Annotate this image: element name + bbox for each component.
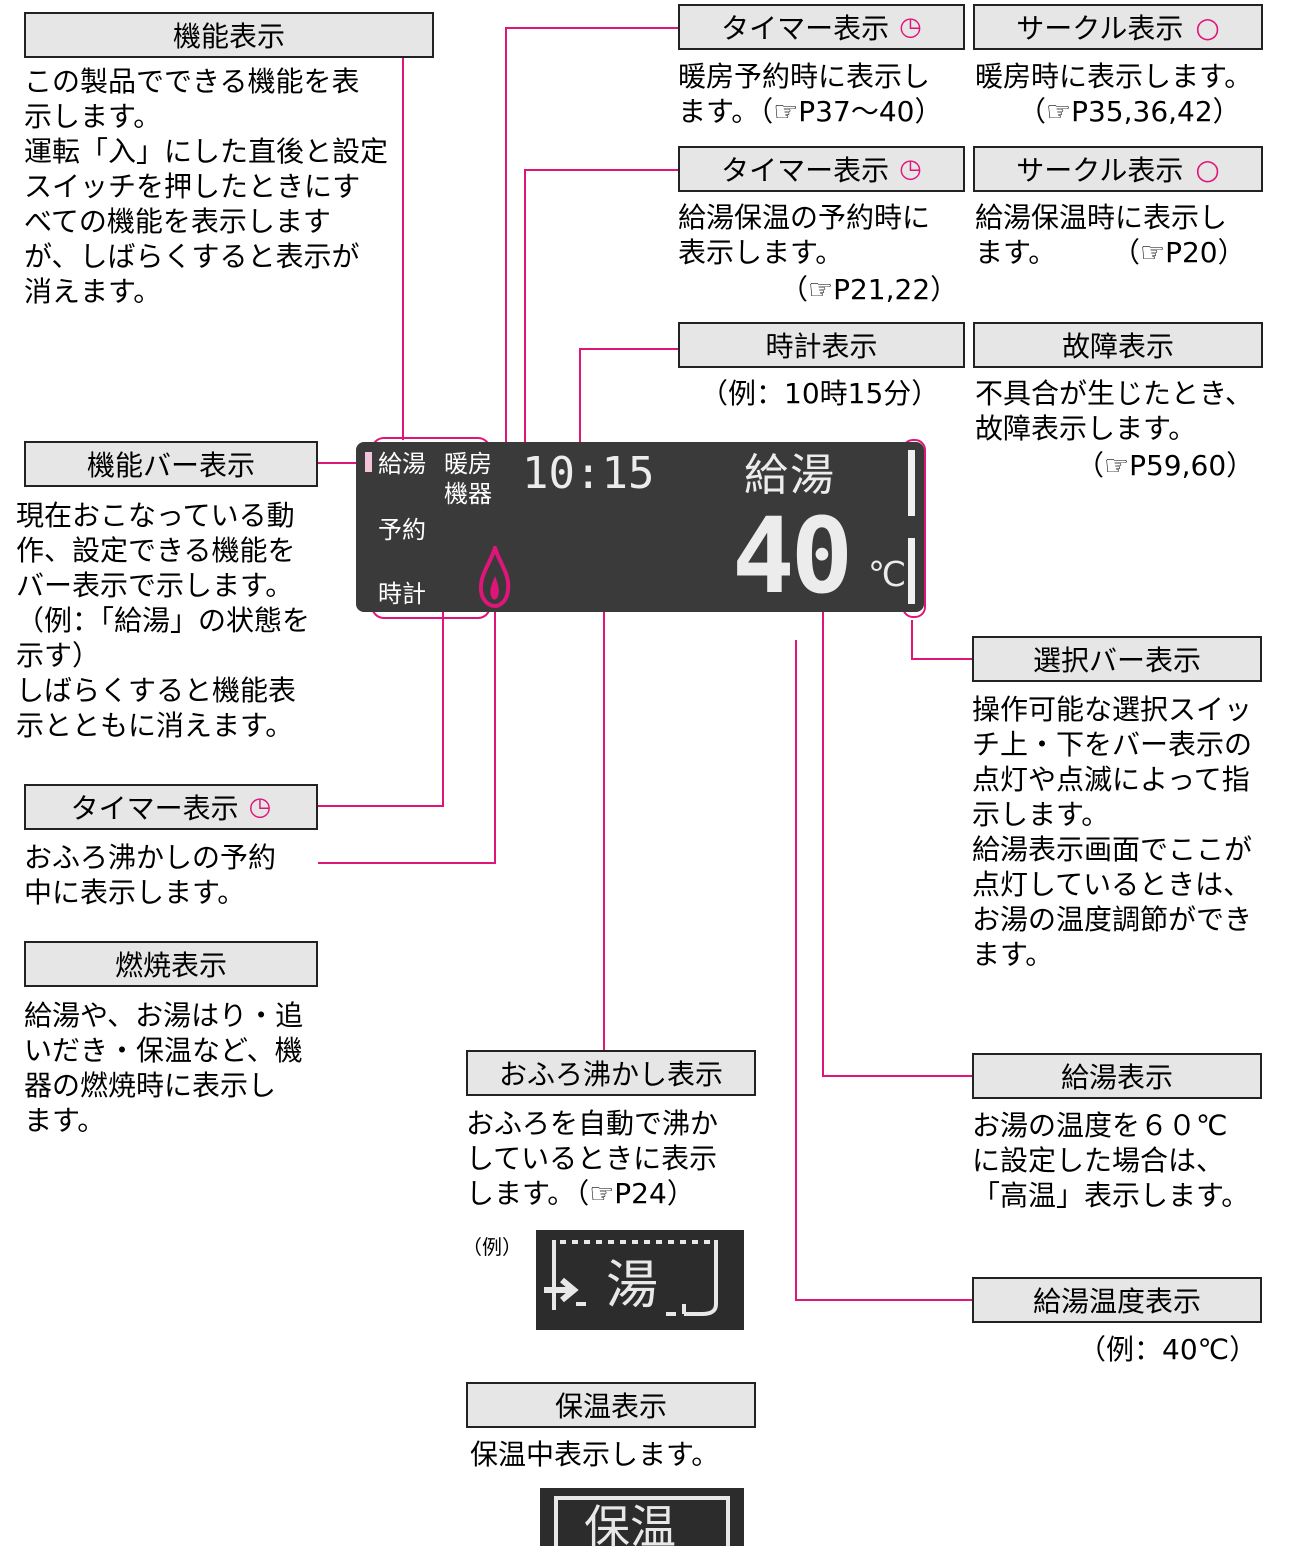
circle-heating-ref: （☞P35,36,42） [1018, 95, 1241, 128]
timer-heating-label: タイマー表示 ◷ [678, 4, 965, 50]
circle-icon: ○ [1195, 152, 1220, 186]
bath-label: おふろ沸かし表示 [466, 1050, 756, 1096]
timer-icon: ◷ [248, 792, 272, 822]
circle-hot-water-desc: 給湯保温時に表示し ます。 [975, 201, 1228, 269]
fault-desc: 不具合が生じたとき、 故障表示します。 [975, 377, 1254, 445]
lcd-danbo: 暖房 [444, 450, 492, 478]
bath-mini-text: 湯 [606, 1256, 659, 1316]
bath-mini-display: 湯 [536, 1230, 744, 1330]
keep-warm-desc: 保温中表示します。 [470, 1438, 720, 1471]
fault-label: 故障表示 [973, 322, 1263, 368]
fault-ref: （☞P59,60） [1076, 449, 1255, 482]
bath-example-label: （例） [462, 1235, 522, 1259]
circle-hot-water-ref: （☞P20） [1112, 236, 1246, 269]
bath-display-frame [544, 1240, 718, 1316]
lcd-yoyaku: 予約 [378, 516, 426, 544]
temperature-desc: （例：40℃） [1078, 1333, 1258, 1366]
timer-heating-desc: 暖房予約時に表示し ます。（☞P37～40） [678, 60, 943, 128]
circle-hot-water-label: サークル表示 ○ [973, 146, 1263, 192]
lcd-time: 10:15 [522, 448, 655, 499]
combustion-desc: 給湯や、お湯はり・追 いだき・保温など、機 器の燃焼時に表示し ます。 [24, 999, 304, 1137]
clock-label: 時計表示 [678, 322, 965, 368]
lcd-kyuto: 給湯 [378, 450, 426, 478]
bath-desc: おふろを自動で沸か しているときに表示 します。（☞P24） [466, 1107, 719, 1210]
circle-icon: ○ [1195, 10, 1220, 44]
keep-warm-mini-text: 保温 [584, 1500, 676, 1554]
keep-warm-mini-display: 保温 [540, 1488, 744, 1550]
lcd-temperature: 40 [732, 495, 853, 617]
circle-heating-label: サークル表示 ○ [973, 4, 1263, 50]
function-display-label: 機能表示 [24, 12, 434, 58]
select-bar-desc: 操作可能な選択スイッ チ上・下をバー表示の 点灯や点滅によって指 示します。 給… [972, 693, 1253, 971]
timer-hot-water-ref: （☞P21,22） [780, 273, 959, 306]
select-bar-up [908, 450, 915, 516]
flame-icon [478, 546, 511, 608]
function-bar-desc: 現在おこなっている動 作、設定できる機能を バー表示で示します。 （例：「給湯」… [16, 499, 311, 742]
circle-heating-desc: 暖房時に表示します。 [975, 60, 1253, 93]
timer-hot-water-label: タイマー表示 ◷ [678, 146, 965, 192]
select-bar-label: 選択バー表示 [972, 636, 1262, 682]
timer-hot-water-desc: 給湯保温の予約時に 表示します。 [678, 201, 931, 269]
combustion-label-box: 燃焼表示 [24, 941, 318, 987]
hot-water-label: 給湯表示 [972, 1053, 1262, 1099]
timer-bath-label: タイマー表示 ◷ [24, 784, 318, 830]
lcd-kiki: 機器 [444, 480, 492, 508]
clock-desc: （例：10時15分） [700, 377, 940, 410]
function-bar [365, 452, 372, 472]
select-bar-down [908, 538, 915, 604]
timer-icon: ◷ [899, 154, 922, 184]
keep-warm-display-frame [554, 1496, 730, 1546]
lcd-unit: ℃ [868, 555, 907, 595]
hot-water-desc: お湯の温度を６０℃ に設定した場合は、 「高温」表示します。 [972, 1109, 1250, 1212]
timer-bath-desc: おふろ沸かしの予約 中に表示します。 [24, 841, 277, 909]
lcd-tokei: 時計 [378, 580, 426, 608]
timer-icon: ◷ [899, 12, 922, 42]
temperature-label: 給湯温度表示 [972, 1277, 1262, 1323]
keep-warm-label: 保温表示 [466, 1382, 756, 1428]
lcd-display: 給湯 暖房 機器 予約 時計 10:15 給湯 40 ℃ [356, 442, 924, 612]
lcd-mode: 給湯 [744, 450, 836, 501]
function-display-desc: この製品でできる機能を表 示します。 運転「入」にした直後と設定 スイッチを押し… [24, 65, 389, 308]
function-bar-label: 機能バー表示 [24, 441, 318, 487]
